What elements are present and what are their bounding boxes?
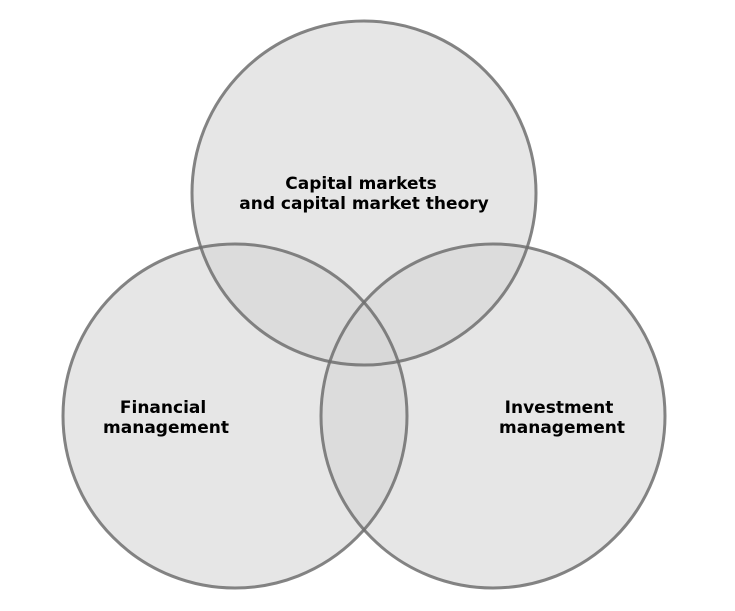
label-financial-management-line-2: management — [103, 418, 229, 438]
outlines-layer — [61, 19, 667, 590]
label-capital-markets-line-1: Capital markets — [285, 174, 436, 194]
label-financial-management-line-1: Financial — [120, 398, 206, 418]
outline-capital-markets — [190, 19, 538, 367]
labels-layer: Capital markets and capital market theor… — [103, 174, 625, 438]
outline-investment-management — [319, 242, 667, 590]
label-investment-management: Investment management — [499, 398, 625, 438]
label-investment-management-line-2: management — [499, 418, 625, 438]
circle-financial-management — [63, 244, 407, 588]
outline-financial-management — [61, 242, 409, 590]
label-financial-management: Financial management — [103, 398, 229, 438]
label-capital-markets: Capital markets and capital market theor… — [239, 174, 488, 214]
label-capital-markets-line-2: and capital market theory — [239, 194, 488, 214]
circle-investment-management — [321, 244, 665, 588]
circles-layer — [63, 21, 665, 588]
label-investment-management-line-1: Investment — [505, 398, 614, 418]
